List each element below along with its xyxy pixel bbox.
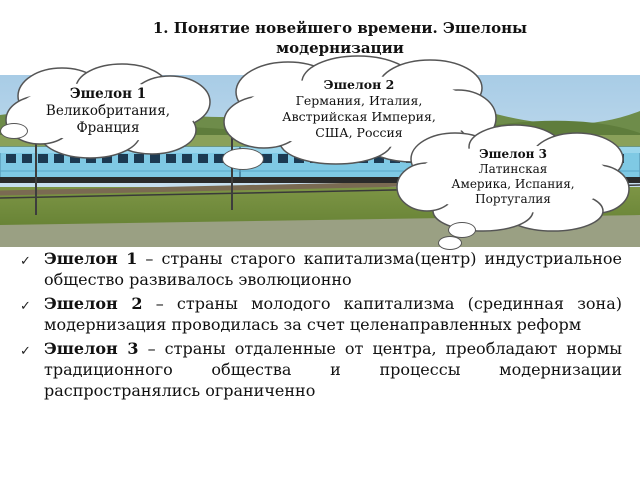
echelon-1-callout-heading: Эшелон 1 xyxy=(69,85,147,102)
echelon-1-callout: Эшелон 1 Великобритания, Франция xyxy=(2,62,214,160)
echelon-2-callout-line: США, Россия xyxy=(315,125,403,140)
list-item-term: Эшелон 1 xyxy=(44,249,138,268)
echelon-2-callout-line: Германия, Италия, xyxy=(295,93,423,108)
echelon-3-callout-tail xyxy=(438,236,462,250)
list-item-term: Эшелон 3 xyxy=(44,339,139,358)
echelon-1-callout-line: Франция xyxy=(76,119,140,136)
echelon-3-callout-heading: Эшелон 3 xyxy=(479,147,547,161)
echelon-1-callout-tail xyxy=(0,123,28,139)
check-mark-icon: ✓ xyxy=(20,299,31,314)
check-mark-icon: ✓ xyxy=(20,254,31,269)
echelon-definitions-list: ✓ Эшелон 1 – страны старого капитализма(… xyxy=(20,248,622,404)
echelon-2-callout-line: Австрийская Империя, xyxy=(282,109,436,124)
list-item-text: – страны старого капитализма(центр) инду… xyxy=(44,249,623,289)
list-item: ✓ Эшелон 1 – страны старого капитализма(… xyxy=(20,248,622,290)
echelon-3-callout-line: Америка, Испания, xyxy=(451,177,575,191)
list-item-text: – страны молодого капитализма (срединная… xyxy=(44,294,622,334)
echelon-2-callout-heading: Эшелон 2 xyxy=(323,77,395,92)
echelon-2-callout-tail xyxy=(222,148,264,170)
echelon-3-callout-line: Латинская xyxy=(478,162,548,176)
echelon-2-callout: Эшелон 2 Германия, Италия, Австрийская И… xyxy=(218,54,500,165)
echelon-3-callout-tail xyxy=(448,222,476,238)
list-item-text: – страны отдаленные от центра, преоблада… xyxy=(44,339,623,400)
list-item: ✓ Эшелон 3 – страны отдаленные от центра… xyxy=(20,338,622,401)
echelon-1-callout-line: Великобритания, xyxy=(45,102,171,119)
echelon-3-callout: Эшелон 3 Латинская Америка, Испания, Пор… xyxy=(393,123,633,232)
list-item-term: Эшелон 2 xyxy=(44,294,143,313)
list-item: ✓ Эшелон 2 – страны молодого капитализма… xyxy=(20,293,622,335)
slide-title: 1. Понятие новейшего времени. Эшелоны мо… xyxy=(152,19,528,57)
echelon-3-callout-line: Португалия xyxy=(475,192,551,206)
check-mark-icon: ✓ xyxy=(20,344,31,359)
